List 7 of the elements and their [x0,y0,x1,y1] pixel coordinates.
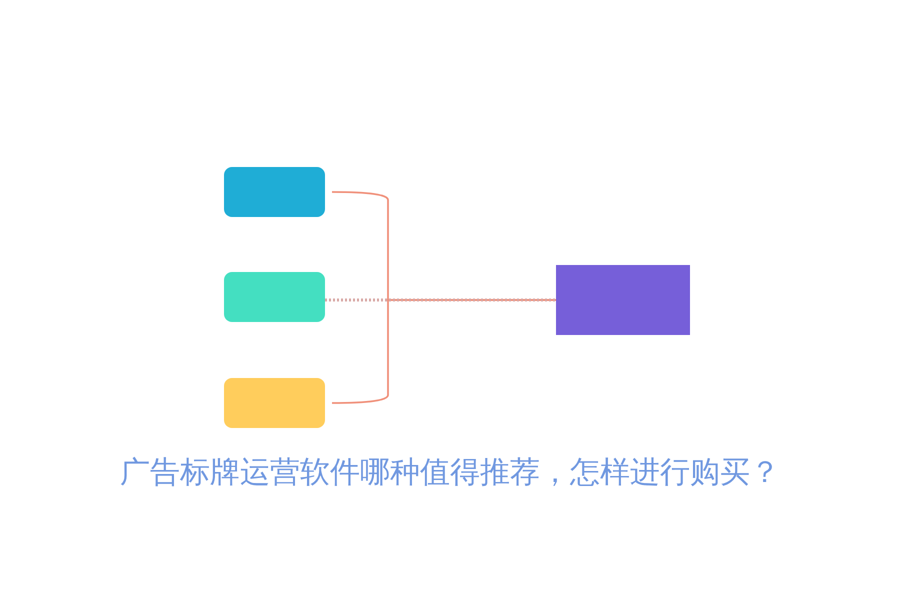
box [224,167,325,217]
connector-line [332,299,556,404]
title: 广告标牌运营软件哪种值得推荐，怎样进行购买？ [119,454,781,492]
box [556,265,690,335]
connector-line [325,298,556,302]
box [224,378,325,428]
box [224,272,325,322]
